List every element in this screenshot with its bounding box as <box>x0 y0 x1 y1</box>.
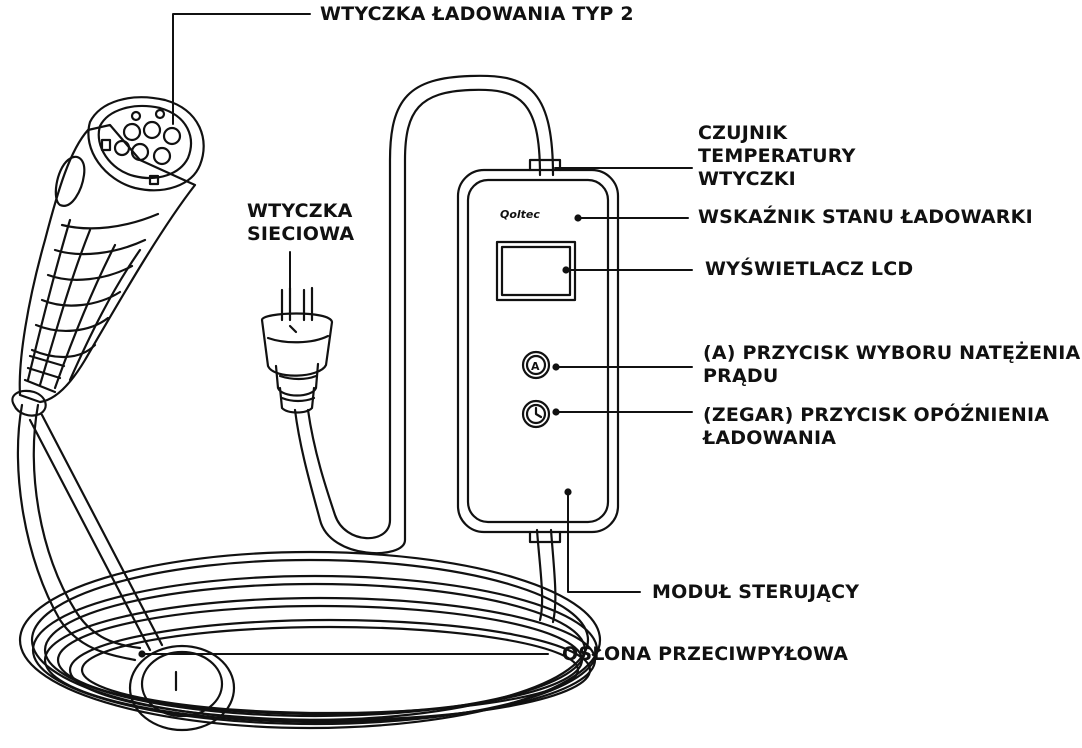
coiled-cable <box>18 550 602 730</box>
delay-button[interactable] <box>521 399 551 429</box>
label-status-indicator: WSKAŹNIK STANU ŁADOWARKI <box>698 206 1033 228</box>
brand-logo: Qoltec <box>500 208 540 221</box>
label-temp-sensor-line1: CZUJNIK <box>698 122 788 144</box>
current-button[interactable] <box>521 350 551 380</box>
button-a-glyph: A <box>531 360 540 373</box>
dust-cover <box>11 389 236 732</box>
label-temp-sensor-line3: WTYCZKI <box>698 168 796 190</box>
label-dust-cover: OSŁONA PRZECIWPYŁOWA <box>562 643 849 665</box>
label-mains-plug-line2: SIECIOWA <box>247 223 355 245</box>
leader-lines <box>141 13 693 655</box>
label-current-button-line2: PRĄDU <box>703 365 779 387</box>
label-temp-sensor-line2: TEMPERATURY <box>698 145 856 167</box>
label-lcd-display: WYŚWIETLACZ LCD <box>705 258 914 280</box>
cable-top-loop <box>293 88 542 555</box>
label-mains-plug: WTYCZKA SIECIOWA <box>247 200 355 246</box>
label-delay-button-line2: ŁADOWANIA <box>703 427 837 449</box>
label-delay-button-line1: (ZEGAR) PRZYCISK OPÓŹNIENIA <box>703 404 1050 426</box>
control-module <box>456 158 620 544</box>
label-current-button: (A) PRZYCISK WYBORU NATĘŻENIA PRĄDU <box>703 342 1080 388</box>
cable-connector-to-coil <box>16 403 137 662</box>
label-delay-button: (ZEGAR) PRZYCISK OPÓŹNIENIA ŁADOWANIA <box>703 404 1049 450</box>
label-temp-sensor: CZUJNIK TEMPERATURY WTYCZKI <box>698 122 856 191</box>
type2-connector <box>18 96 205 404</box>
label-control-module: MODUŁ STERUJĄCY <box>652 581 860 603</box>
label-connector-type2: WTYCZKA ŁADOWANIA TYP 2 <box>320 3 634 25</box>
label-mains-plug-line1: WTYCZKA <box>247 200 353 222</box>
mains-plug <box>260 286 334 414</box>
label-current-button-line1: (A) PRZYCISK WYBORU NATĘŻENIA <box>703 342 1081 364</box>
cable-module-to-coil <box>535 528 544 622</box>
